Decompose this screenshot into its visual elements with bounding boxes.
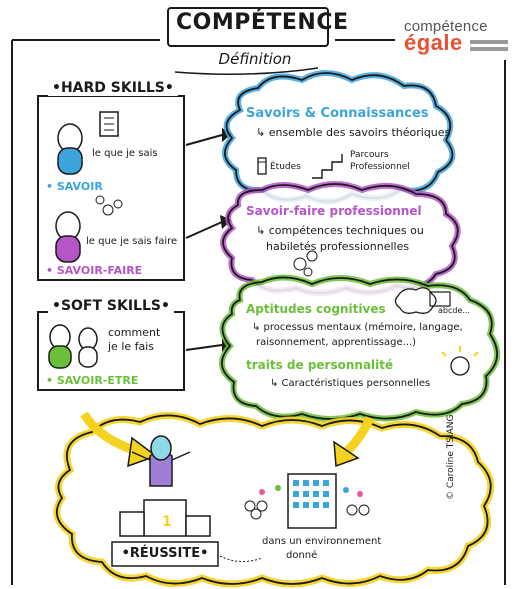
- etudes-icon: [257, 157, 267, 175]
- soft-speech-2: je le fais: [108, 340, 155, 353]
- title-box: [167, 7, 329, 47]
- abcde-label: abcde...: [438, 306, 471, 315]
- reussite-figure: [131, 435, 191, 487]
- aptitudes-desc-1: ↳ processus mentaux (mémoire, langage,: [252, 322, 463, 333]
- cloud-savoir-faire-shape: [220, 181, 461, 296]
- arrow-hard-2: [185, 221, 223, 239]
- dotted-line: [219, 555, 263, 562]
- yellow-arrow-left: [80, 411, 158, 468]
- etudes-label: Études: [270, 162, 301, 172]
- aptitudes-title: Aptitudes cognitives: [246, 302, 386, 316]
- signature: © Caroline TSIANG: [446, 414, 456, 501]
- savoir-faire-title: Savoir-faire professionnel: [246, 204, 422, 218]
- brand-line2: égale: [404, 30, 463, 55]
- cloud-savoirs-shape: [222, 70, 456, 205]
- people-right-icon: [346, 504, 370, 516]
- savoirs-desc: ↳ ensemble des savoirs théoriques: [256, 126, 451, 139]
- soft-skills-title: •SOFT SKILLS•: [48, 298, 174, 314]
- traits-title: traits de personnalité: [246, 358, 394, 372]
- person-icon: [441, 346, 479, 376]
- hard-skills-title: •HARD SKILLS•: [48, 80, 178, 96]
- cloud-soft-shape: [219, 274, 500, 422]
- brain-icon: [394, 287, 451, 314]
- podium: [119, 499, 211, 537]
- savoir-etre-figures: [48, 324, 98, 369]
- building-icon: [287, 473, 337, 529]
- yellow-arrow-right: [333, 416, 375, 468]
- subtitle-underline: [174, 67, 319, 75]
- savoir-faire-desc-1: ↳ compétences techniques ou: [256, 224, 424, 237]
- savoir-faire-desc-2: habiletés professionnelles: [266, 240, 410, 253]
- savoirs-title: Savoirs & Connaissances: [246, 106, 429, 121]
- arrow-hard-1: [185, 134, 223, 146]
- brand-line1: compétence: [404, 18, 488, 35]
- savoir-speech: le que je sais: [92, 148, 158, 159]
- page-title: COMPÉTENCE: [176, 10, 349, 35]
- environment-label-1: dans un environnement: [262, 536, 382, 547]
- aptitudes-desc-2: raisonnement, apprentissage...): [256, 337, 417, 348]
- soft-speech-1: comment: [108, 326, 161, 339]
- reussite-box: [111, 541, 219, 567]
- parcours-label-2: Professionnel: [350, 162, 410, 172]
- savoir-faire-speech: le que je sais faire: [86, 236, 178, 247]
- reussite-label: •RÉUSSITE•: [121, 546, 209, 561]
- brand-logo: [470, 40, 508, 54]
- savoir-faire-figure: [55, 195, 123, 263]
- podium-number: 1: [162, 514, 172, 530]
- savoir-figure: [57, 111, 119, 175]
- gears-icon: [293, 250, 318, 277]
- stairs-icon: [312, 154, 343, 179]
- hearts-icon: [259, 485, 363, 497]
- savoir-faire-label: • SAVOIR-FAIRE: [46, 264, 143, 277]
- environment-label-2: donné: [286, 550, 318, 561]
- page-subtitle: Définition: [218, 50, 292, 68]
- arrow-soft: [185, 344, 223, 351]
- people-left-icon: [244, 500, 268, 520]
- hard-skills-box: [37, 95, 185, 281]
- savoir-label: • SAVOIR: [46, 180, 103, 193]
- traits-desc: ↳ Caractéristiques personnelles: [270, 378, 431, 389]
- savoir-etre-label: • SAVOIR-ETRE: [46, 374, 139, 387]
- parcours-label-1: Parcours: [350, 150, 389, 160]
- frame-lines: [11, 39, 506, 585]
